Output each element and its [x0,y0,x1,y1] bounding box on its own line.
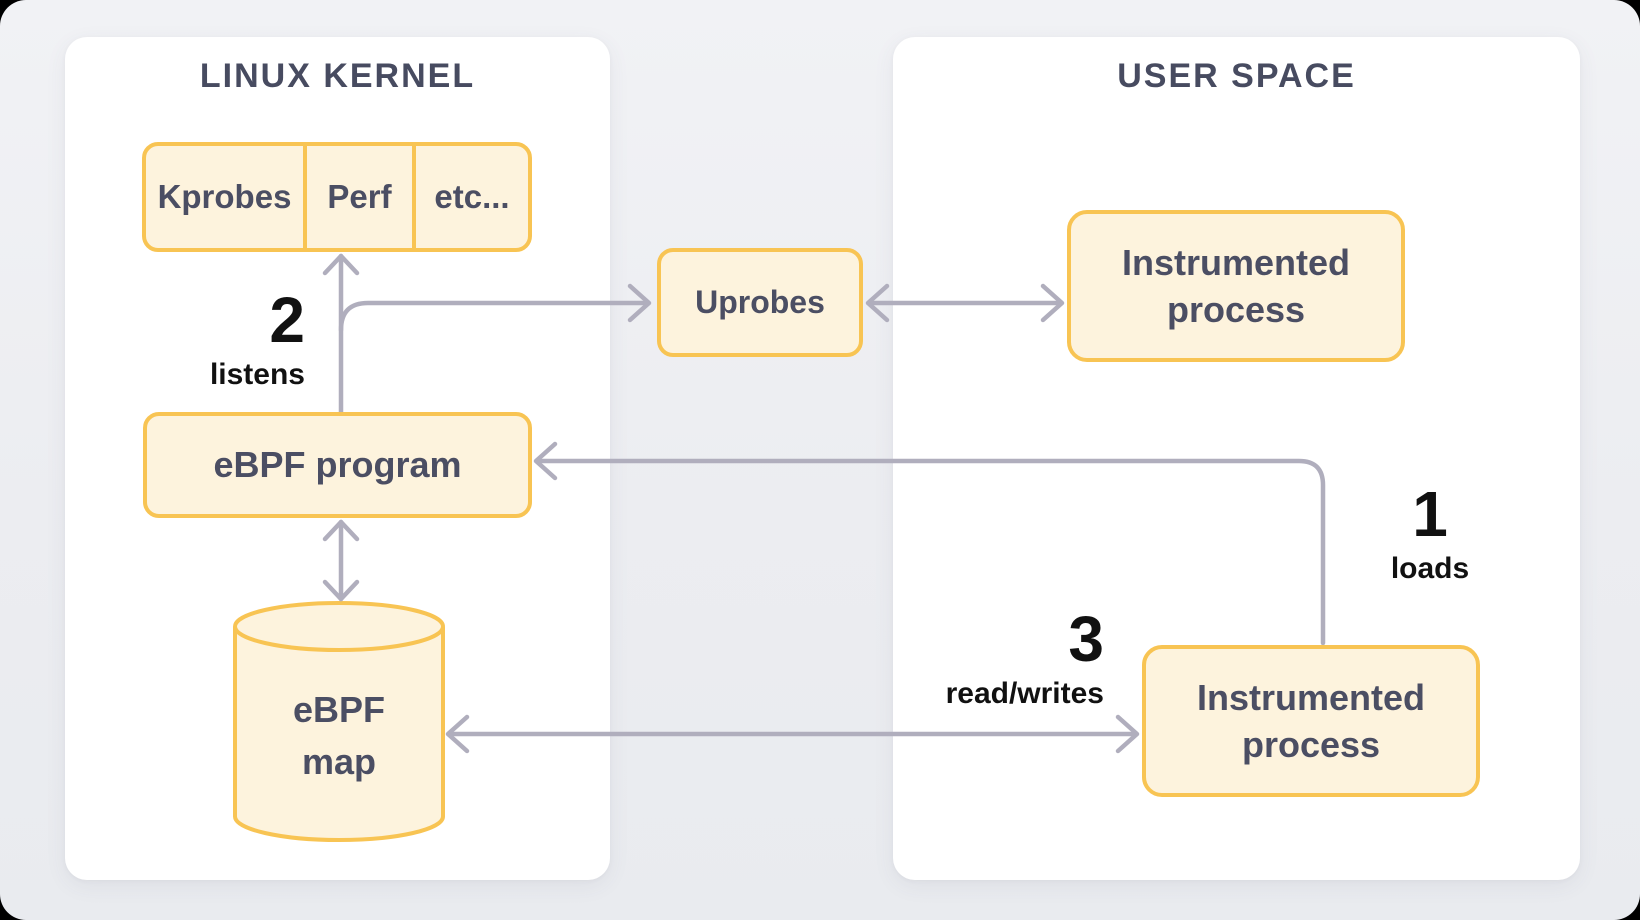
user-space-title: USER SPACE [1117,57,1356,95]
step-1-label: loads [1390,552,1470,585]
ebpf-program-box: eBPF program [143,412,532,518]
etc-cell: etc... [434,178,510,215]
step-3-label: read/writes [945,677,1104,710]
uprobes-box: Uprobes [657,248,863,357]
step-1-number: 1 [1412,478,1448,550]
step-2-listens: 2 listens [105,288,305,390]
instrumented-process-bottom-box: Instrumented process [1142,645,1480,797]
ebpf-map-label: eBPF map [292,689,386,782]
instrumented-process-top-box: Instrumented process [1067,210,1405,362]
step-2-label: listens [209,358,305,391]
linux-kernel-title: LINUX KERNEL [199,57,476,95]
kprobes-cell: Kprobes [146,146,307,248]
probe-sources-box: Kprobes Perf etc... [142,142,532,252]
step-2-number: 2 [269,284,305,356]
step-3-number: 3 [1068,603,1104,675]
step-3-readwrites: 3 read/writes [854,607,1104,709]
step-1-loads: 1 loads [1330,482,1530,584]
perf-cell: Perf [307,146,416,248]
